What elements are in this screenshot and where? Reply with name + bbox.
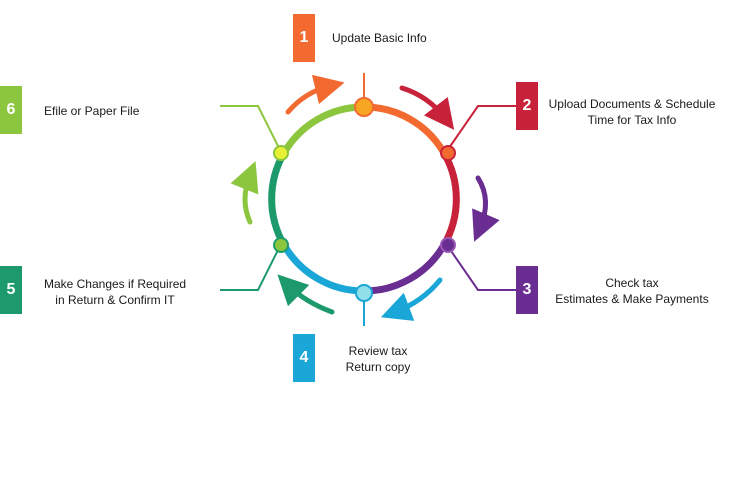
step-4-label: Review tax Return copy (346, 343, 411, 375)
step-5-badge: 5 (0, 266, 22, 314)
node-dot-3 (440, 237, 456, 253)
step-5-line1: Make Changes if Required (43, 277, 187, 291)
arrow-icon (285, 74, 345, 115)
connector-step-2 (448, 105, 516, 149)
step-2-label: Upload Documents & Schedule Time for Tax… (549, 96, 716, 128)
step-3-badge: 3 (516, 266, 538, 314)
arrow-icon (277, 274, 335, 315)
ring-arc-red (440, 149, 460, 249)
step-5-label: Make Changes if Required in Return & Con… (44, 276, 186, 308)
node-dot-4 (355, 284, 373, 302)
step-4-badge: 4 (293, 334, 315, 382)
connector-lines (220, 73, 516, 326)
outer-arrows (230, 74, 500, 321)
node-dot-2 (440, 145, 456, 161)
step-2-line2: Time for Tax Info (587, 113, 677, 127)
node-dot-1 (354, 97, 374, 117)
step-3-line2: Estimates & Make Payments (555, 292, 709, 306)
step-5-line2: in Return & Confirm IT (55, 293, 175, 307)
step-6-label: Efile or Paper File (44, 103, 139, 119)
node-dot-6 (273, 145, 289, 161)
node-dots (273, 97, 456, 302)
connector-step-6 (220, 105, 280, 149)
ring-arc-orange (360, 103, 448, 157)
step-3-label: Check tax Estimates & Make Payments (555, 275, 708, 307)
step-6-line1: Efile or Paper File (44, 104, 140, 118)
step-3-line1: Check tax (605, 276, 659, 290)
ring-arc-blue (280, 241, 368, 295)
step-4-line1: Review tax (348, 344, 408, 358)
ring-arc-purple (360, 241, 448, 295)
step-2-line1: Upload Documents & Schedule (548, 97, 716, 111)
arrow-icon (472, 175, 500, 242)
step-6-badge: 6 (0, 86, 22, 134)
node-dot-5 (273, 237, 289, 253)
step-2-badge: 2 (516, 82, 538, 130)
cycle-ring (268, 103, 460, 295)
connector-step-3 (448, 247, 516, 291)
arrow-icon (380, 277, 443, 321)
connector-step-5 (220, 247, 280, 291)
step-1-label: Update Basic Info (332, 30, 427, 46)
step-1-badge: 1 (293, 14, 315, 62)
ring-arc-teal (268, 149, 288, 249)
step-1-line1: Update Basic Info (332, 31, 427, 45)
ring-arc-green (280, 103, 368, 157)
arrow-icon (399, 85, 455, 130)
step-4-line2: Return copy (345, 360, 411, 374)
arrow-icon (230, 161, 259, 225)
